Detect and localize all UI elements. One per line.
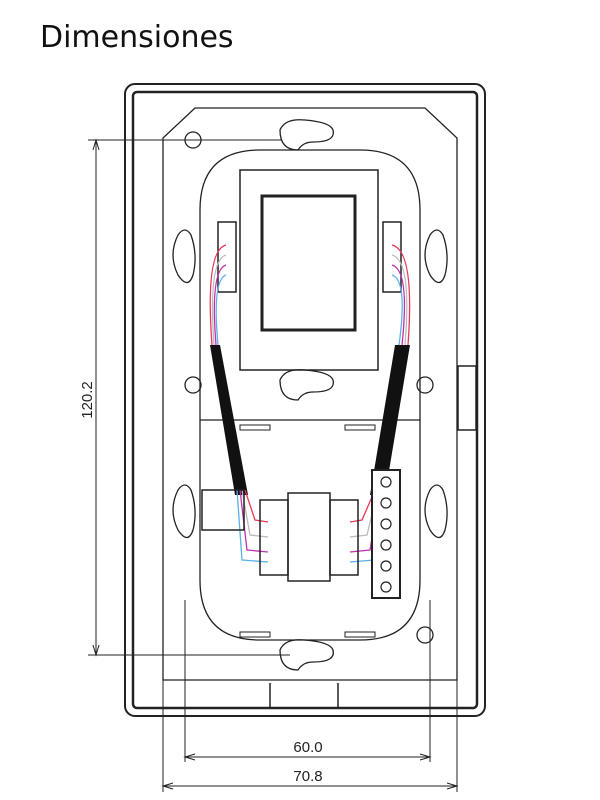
terminal-block-right xyxy=(371,469,401,599)
side-tab xyxy=(457,365,477,431)
screw-hole xyxy=(416,376,434,394)
slot-mid xyxy=(279,369,334,401)
bottom-tab xyxy=(269,683,339,709)
lower-module xyxy=(199,420,421,641)
slot-top xyxy=(279,119,334,151)
cable-bundle-left xyxy=(210,345,248,495)
height-dimension-label: 120.2 xyxy=(79,381,96,419)
page-title: Dimensiones xyxy=(40,20,234,55)
screw-hole xyxy=(416,626,434,644)
mounting-plate xyxy=(162,107,458,681)
outer-width-dimension-label: 70.8 xyxy=(293,768,322,785)
upper-module xyxy=(199,149,421,421)
connector xyxy=(217,221,237,293)
cable-bundle-right xyxy=(370,345,410,495)
transformer xyxy=(287,492,331,582)
inner-width-dimension-label: 60.0 xyxy=(293,739,322,756)
screw-hole xyxy=(184,376,202,394)
display-screen xyxy=(260,194,357,332)
connector xyxy=(382,221,402,293)
terminal-block-left xyxy=(201,489,245,531)
outer-frame xyxy=(124,83,486,717)
display-frame xyxy=(239,169,379,371)
